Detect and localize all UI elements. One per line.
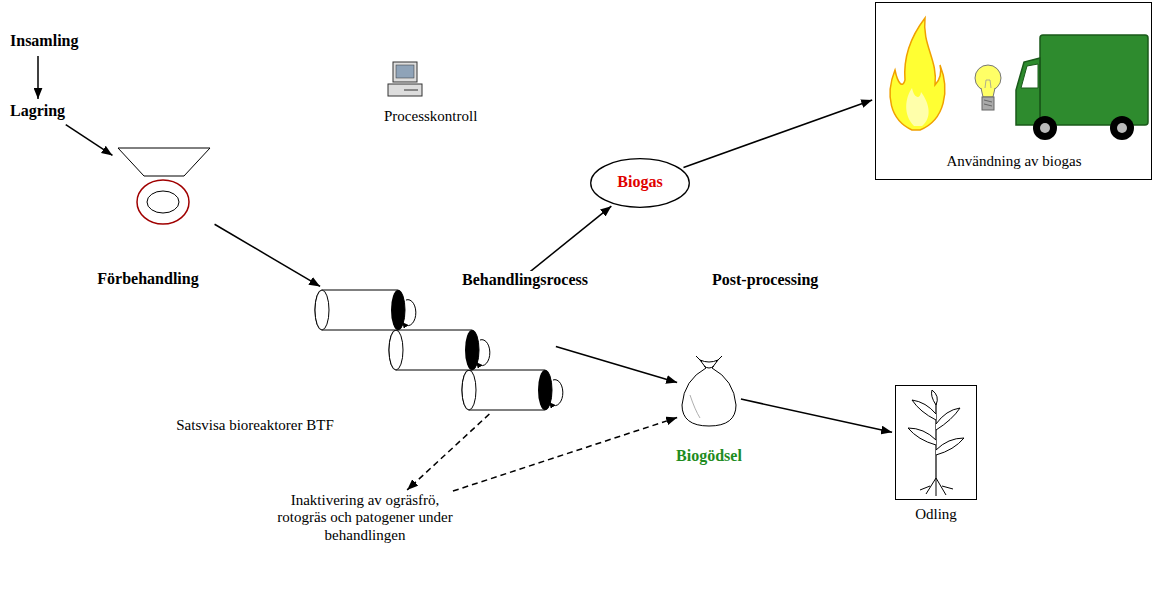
reactor-cylinder-part [550,380,563,406]
reactor-cylinder [389,330,490,370]
flow-arrow [407,414,489,490]
reactor-cylinder-part [389,330,479,370]
plant-drawing-part [932,390,938,405]
bulb-icon-part [984,100,992,106]
plant-drawing-part [920,478,953,496]
funnel-symbol-part [137,180,189,224]
bulb-icon-part [985,80,991,88]
plant-drawing-part [908,428,936,445]
funnel-node: Förbehandling [115,145,212,228]
van-icon-part [1016,58,1040,125]
bag-node: Biogödsel [680,355,738,428]
flow-arrow [683,100,872,167]
reactor-cylinder-part [538,370,552,410]
flame-icon-part [890,18,945,130]
plant-drawing-part [912,400,936,420]
reactor-cylinder-part [403,300,416,326]
funnel-symbol-part [118,148,210,176]
node-label: Biogödsel [676,447,742,465]
fertilizer-bag-part [696,356,722,368]
bulb-icon-part [981,88,995,97]
fertilizer-bag-part [690,395,700,418]
stage-label: Post-processing [710,271,820,289]
bulb-icon [975,65,1001,110]
node-label: Förbehandling [97,270,198,288]
flow-arrow [556,347,677,383]
computer-icon-part [396,65,414,78]
van-icon [1016,35,1148,140]
fertilizer-bag [682,356,736,426]
flow-arrow [66,125,113,156]
van-icon-part [1040,58,1041,125]
funnel-symbol [118,148,210,224]
crop-box: Odling [895,385,977,500]
van-icon-part [1040,35,1148,125]
reactor-cylinder-part [477,340,490,366]
reactor-cylinder [315,290,416,330]
plant-drawing [908,390,964,496]
ellipse-outline [591,159,690,208]
funnel-symbol-part [147,191,179,213]
node-label: Biogas [617,173,662,191]
plant-drawing-part [936,438,964,455]
reactor-cylinder [462,370,563,410]
use-box: Användning av biogas [875,2,1152,180]
reactor-cylinder-part [315,290,405,330]
computer-icon [388,62,422,96]
plant-drawing-part [936,408,960,430]
flow-arrow [741,399,892,432]
reactor-cylinder-part [462,370,476,410]
reactor-cylinder-part [391,290,405,330]
gas-ellipse: Biogas [590,158,690,208]
flow-arrow [453,417,677,491]
node-label: Användning av biogas [947,153,1082,170]
reactor-cylinder-part [462,370,552,410]
stage-node: Lagring [10,102,68,123]
van-icon-part [1040,123,1050,133]
reactor-group: Satsvisa bioreaktorer BTF [318,288,553,412]
flame-icon [890,18,945,130]
node-label: Insamling [10,32,81,50]
node-label: Odling [915,506,957,523]
flow-arrow [37,56,39,99]
bulb-icon-part [982,97,994,110]
bulb-icon-part [975,65,1001,91]
computer-icon-part [404,90,418,91]
reactor-cylinder-part [315,290,329,330]
flow-arrow [215,224,321,286]
reactor-cylinder-part [465,330,479,370]
flame-icon-part [906,88,928,126]
van-icon-part [1021,64,1038,88]
stage-node: Insamling [10,32,81,53]
reactor-cylinder-part [389,330,403,370]
van-icon-part [1117,123,1127,133]
fertilizer-bag-part [682,360,736,426]
computer-icon-part [393,62,417,82]
computer-icon-part [388,84,422,96]
stage-label: Processkontroll [382,108,479,125]
note-node: Inaktivering av ogräsfrö, rotogräs och p… [275,492,457,546]
node-label: Lagring [10,102,68,120]
van-icon-part [1033,116,1057,140]
van-icon-part [1110,116,1134,140]
stage-label: Behandlingsrocess [460,271,590,289]
node-label: Satsvisa bioreaktorer BTF [176,417,333,434]
node-label: Inaktivering av ogräsfrö, rotogräs och p… [275,492,455,544]
